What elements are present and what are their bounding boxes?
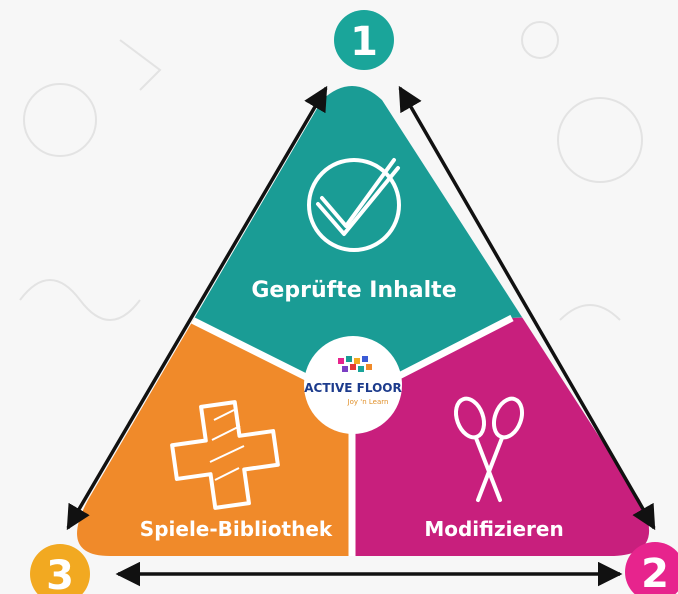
logo-tagline: Joy 'n Learn bbox=[347, 398, 389, 406]
badge-2: 2 bbox=[625, 542, 678, 594]
badge-1: 1 bbox=[334, 10, 394, 70]
arrow-left-edge bbox=[66, 85, 328, 531]
badge-1-number: 1 bbox=[350, 19, 378, 65]
active-floor-logo: ACTIVE FLOOR Joy 'n Learn bbox=[304, 336, 402, 434]
label-gepruefte-inhalte: Geprüfte Inhalte bbox=[251, 278, 456, 303]
logo-mark-icon bbox=[338, 356, 372, 372]
triangle-body bbox=[77, 86, 650, 556]
badge-3: 3 bbox=[30, 544, 90, 594]
badge-2-number: 2 bbox=[641, 551, 669, 594]
label-modifizieren: Modifizieren bbox=[424, 517, 563, 541]
badge-3-number: 3 bbox=[46, 553, 74, 594]
logo-main-text: ACTIVE FLOOR bbox=[304, 381, 401, 395]
arrow-right-edge bbox=[398, 85, 656, 531]
label-spiele-bibliothek: Spiele-Bibliothek bbox=[140, 517, 333, 541]
